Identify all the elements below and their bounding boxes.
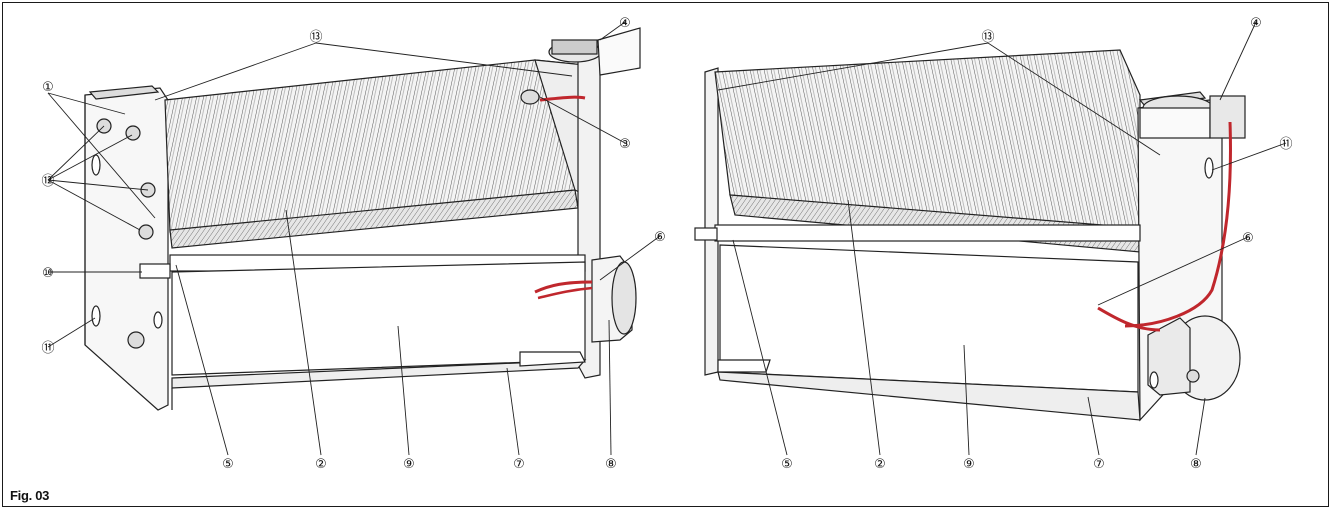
callout-left-unit-2: ⑩ bbox=[42, 266, 54, 281]
left-cable-motor bbox=[534, 280, 593, 294]
callout-right-unit-5: ② bbox=[874, 457, 886, 472]
callout-number: ⑬ bbox=[981, 30, 994, 45]
left-bottom-frame bbox=[171, 359, 587, 389]
callout-right-unit-3: ⑥ bbox=[1242, 231, 1254, 246]
callout-number: ⑧ bbox=[605, 457, 617, 472]
callout-left-unit-10: ⑨ bbox=[403, 457, 415, 472]
right-unit bbox=[694, 49, 1246, 422]
callout-right-unit-7: ⑦ bbox=[1093, 457, 1105, 472]
callout-right-unit-6: ⑨ bbox=[963, 457, 975, 472]
left-unit bbox=[84, 27, 641, 411]
right-cable-long bbox=[1124, 121, 1232, 328]
right-front-tube bbox=[714, 224, 1141, 242]
callout-number: ⑨ bbox=[403, 457, 415, 472]
callout-number: ① bbox=[42, 80, 54, 95]
callout-number: ⑥ bbox=[654, 230, 666, 245]
callout-number: ⑫ bbox=[41, 174, 54, 189]
callout-number: ⑪ bbox=[41, 341, 54, 356]
callout-left-unit-0: ① bbox=[42, 80, 54, 95]
callout-right-unit-2: ⑪ bbox=[1279, 137, 1292, 152]
callout-labels: ① ⑫ ⑩ ⑪ ⑬ ④ ③ ⑥ ⑤ ② ⑨ ⑦ ⑧ ⑬ ④ ⑪ ⑥ ⑤ ② ⑨ ⑦ ⑧ bbox=[41, 16, 1292, 472]
callout-number: ④ bbox=[619, 16, 631, 31]
callout-number: ⑦ bbox=[513, 457, 525, 472]
callout-right-unit-4: ⑤ bbox=[781, 457, 793, 472]
callout-number: ⑪ bbox=[1279, 137, 1292, 152]
callout-left-unit-9: ② bbox=[315, 457, 327, 472]
callout-number: ⑨ bbox=[963, 457, 975, 472]
callout-left-unit-8: ⑤ bbox=[222, 457, 234, 472]
callout-number: ③ bbox=[619, 137, 631, 152]
callout-right-unit-8: ⑧ bbox=[1190, 457, 1202, 472]
right-bottom-frame bbox=[717, 371, 1141, 421]
callout-left-unit-3: ⑪ bbox=[41, 341, 54, 356]
callout-number: ⑥ bbox=[1242, 231, 1254, 246]
callout-left-unit-1: ⑫ bbox=[41, 174, 54, 189]
callout-number: ⑧ bbox=[1190, 457, 1202, 472]
right-cable-motor bbox=[1097, 306, 1161, 332]
callout-number: ⑤ bbox=[222, 457, 234, 472]
leader-lines bbox=[47, 21, 1287, 456]
callout-number: ⑤ bbox=[781, 457, 793, 472]
callout-right-unit-1: ④ bbox=[1250, 16, 1262, 31]
callout-left-unit-5: ④ bbox=[619, 16, 631, 31]
callout-number: ⑬ bbox=[309, 30, 322, 45]
callout-left-unit-7: ⑥ bbox=[654, 230, 666, 245]
callout-left-unit-6: ③ bbox=[619, 137, 631, 152]
callout-left-unit-4: ⑬ bbox=[309, 30, 322, 45]
figure-caption: Fig. 03 bbox=[10, 488, 50, 503]
callout-number: ② bbox=[315, 457, 327, 472]
callout-left-unit-12: ⑧ bbox=[605, 457, 617, 472]
callout-number: ⑩ bbox=[42, 266, 54, 281]
callout-right-unit-0: ⑬ bbox=[981, 30, 994, 45]
callout-number: ⑦ bbox=[1093, 457, 1105, 472]
right-front-panel bbox=[719, 244, 1139, 393]
right-unit-left-panel bbox=[704, 67, 719, 376]
callout-left-unit-11: ⑦ bbox=[513, 457, 525, 472]
callout-number: ④ bbox=[1250, 16, 1262, 31]
callout-number: ② bbox=[874, 457, 886, 472]
